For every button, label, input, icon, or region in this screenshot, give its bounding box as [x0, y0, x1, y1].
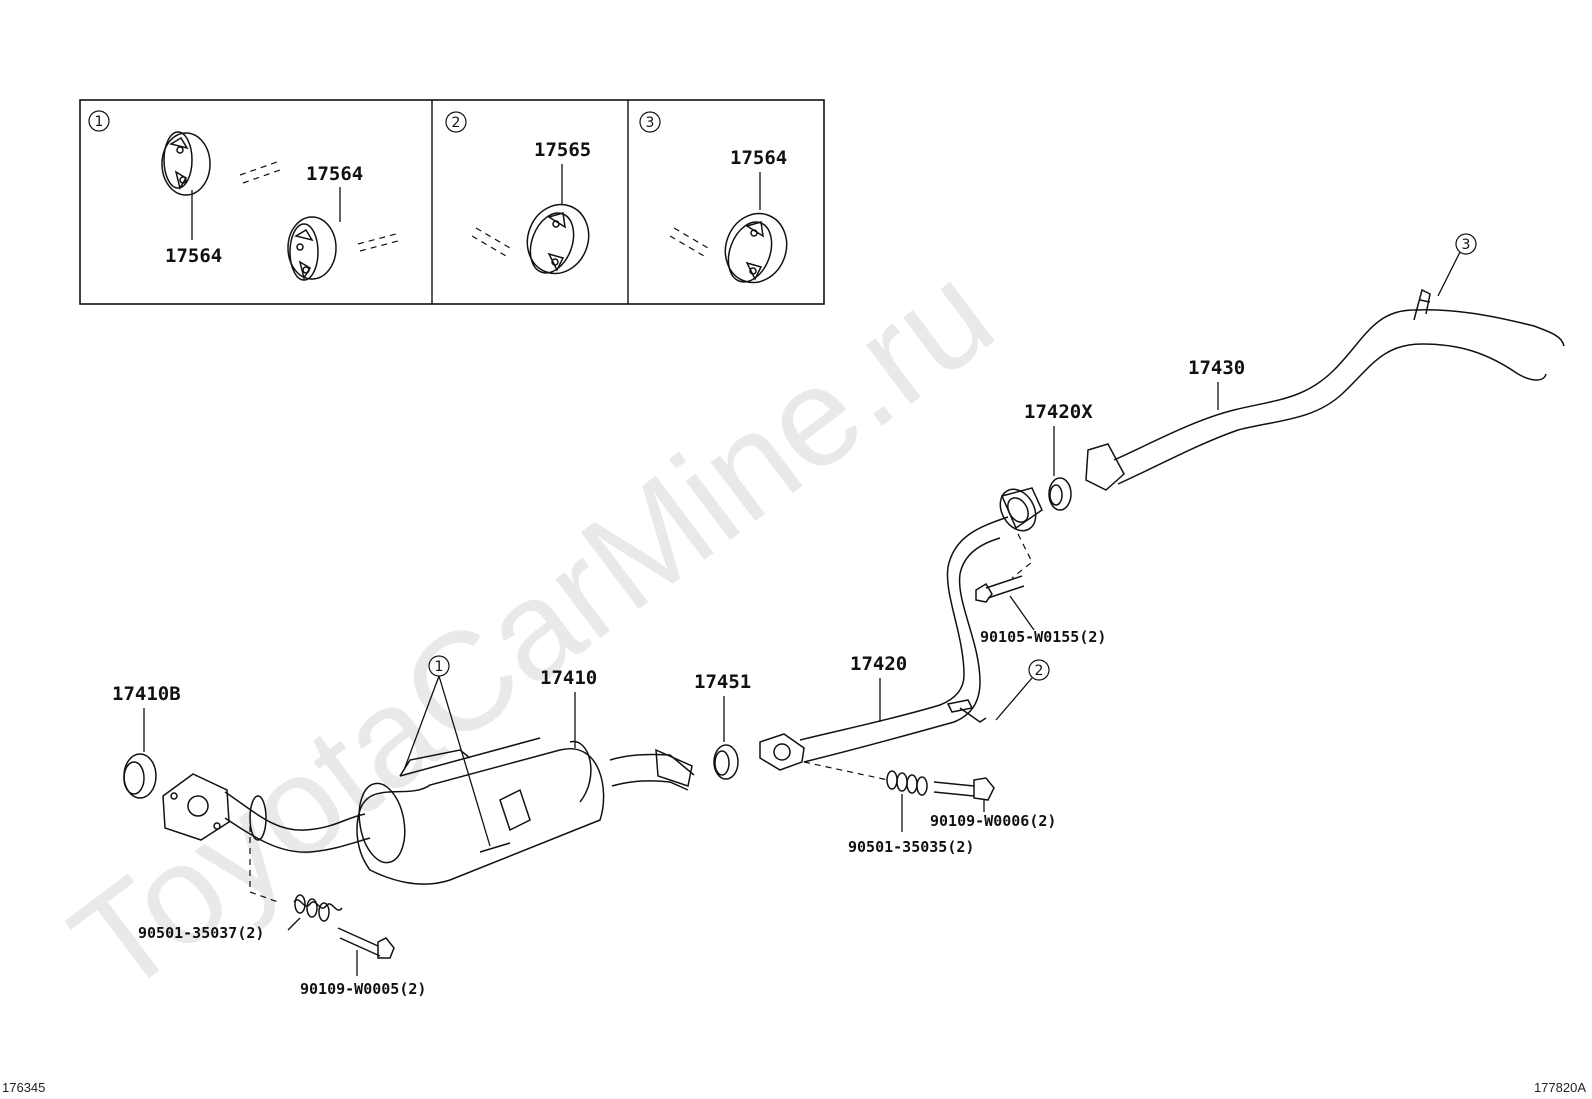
- part-label-90501-35035: 90501-35035(2): [848, 838, 974, 856]
- part-label-17565: 17565: [534, 139, 591, 161]
- part-label-17564-a: 17564: [165, 245, 222, 267]
- part-label-17420: 17420: [850, 653, 907, 675]
- part-label-17410B: 17410B: [112, 683, 181, 705]
- bolt-icon: [933, 777, 995, 801]
- spring-bolt-assembly-center: 90501-35035(2) 90109-W0006(2): [848, 770, 1056, 856]
- part-label-90109-W0006: 90109-W0006(2): [930, 812, 1056, 830]
- gasket-17451: 17451: [694, 671, 751, 780]
- part-label-17410: 17410: [540, 667, 597, 689]
- callout-marker-3: 3: [1462, 237, 1471, 253]
- panel-marker-1: 1: [95, 114, 104, 130]
- part-label-17451: 17451: [694, 671, 751, 693]
- inset-panel-1: 1 17564 17564: [88, 110, 399, 281]
- callout-marker-1: 1: [435, 659, 444, 675]
- gasket-17420X: 17420X: [1024, 401, 1093, 511]
- inset-panel-2: 2 17565: [445, 111, 591, 275]
- rubber-hanger-icon: [526, 203, 590, 275]
- tail-pipe-17430: 17430 3: [1085, 233, 1565, 491]
- footer-right-code: 177820A: [1533, 1080, 1586, 1095]
- footer-left-code: 176345: [2, 1080, 46, 1095]
- part-label-90501-35037: 90501-35037(2): [138, 924, 264, 942]
- bolt-icon: [975, 575, 1025, 603]
- rubber-hanger-icon: [287, 216, 337, 281]
- part-label-90105-W0155: 90105-W0155(2): [980, 628, 1106, 646]
- inset-panel-3: 3 17564: [639, 111, 788, 284]
- callout-marker-2: 2: [1035, 663, 1044, 679]
- part-label-90109-W0005: 90109-W0005(2): [300, 980, 426, 998]
- part-label-17430: 17430: [1188, 357, 1245, 379]
- rubber-hanger-icon: [161, 131, 211, 196]
- watermark-text: ToyotaCarMine.ru: [44, 234, 1021, 1024]
- panel-marker-3: 3: [646, 115, 655, 131]
- part-label-17564-b: 17564: [306, 163, 363, 185]
- spring-bolt-assembly-left: 90501-35037(2) 90109-W0005(2): [138, 894, 426, 998]
- bolt-90105-assembly: 90105-W0155(2): [975, 575, 1106, 646]
- part-label-17564-c: 17564: [730, 147, 787, 169]
- bolt-icon: [337, 927, 395, 959]
- rubber-hanger-icon: [724, 212, 788, 284]
- center-pipe-17420: 17420 2: [759, 487, 1050, 781]
- inset-panel: 1 17564 17564: [79, 99, 825, 305]
- part-label-17420X: 17420X: [1024, 401, 1093, 423]
- panel-marker-2: 2: [452, 115, 461, 131]
- front-pipe-converter-17410: 17410 1: [162, 655, 695, 903]
- gasket-17410B: 17410B: [112, 683, 181, 799]
